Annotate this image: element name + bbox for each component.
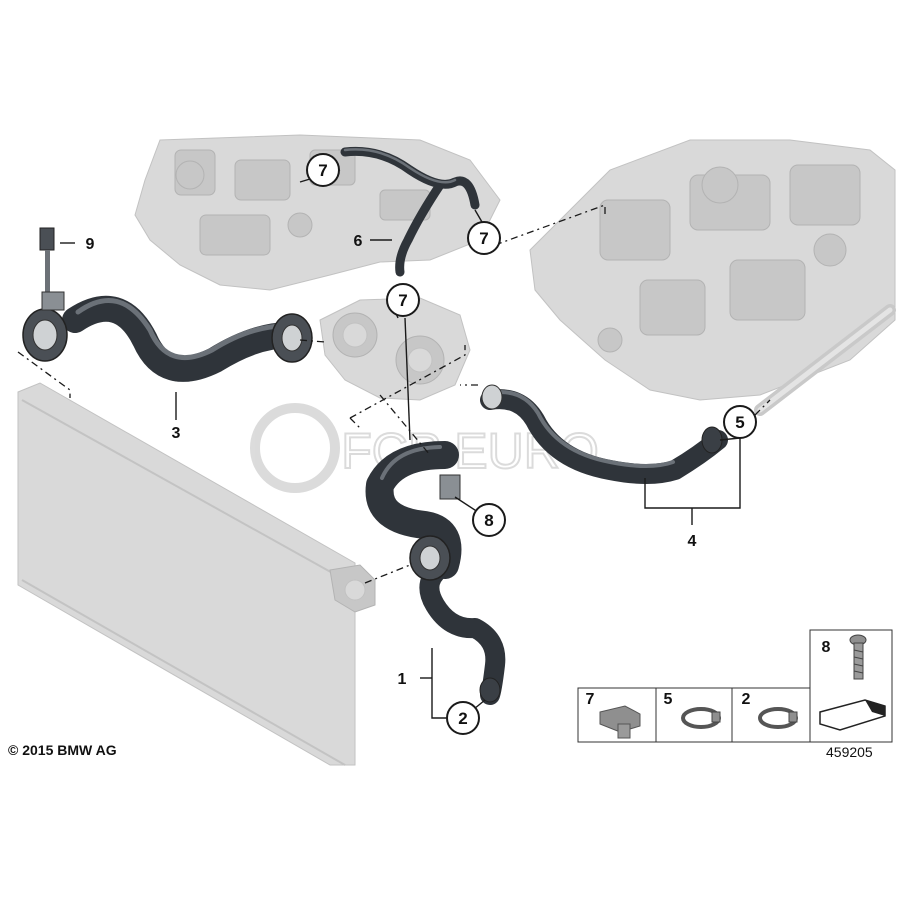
radiator-ghost: [17, 382, 376, 766]
callout-7-top: 7: [306, 153, 340, 187]
legend-item-8: 8: [819, 634, 886, 731]
svg-text:2: 2: [742, 691, 751, 708]
svg-text:8: 8: [484, 511, 493, 530]
callout-7-center: 7: [386, 283, 420, 317]
callout-8: 8: [472, 503, 506, 537]
label-9: 9: [86, 236, 95, 253]
svg-text:7: 7: [586, 691, 595, 708]
legend-item-2: 2: [742, 691, 798, 729]
diagram-number: 459205: [826, 744, 873, 760]
hose-3: [22, 227, 313, 382]
callout-5: 5: [723, 405, 757, 439]
label-3: 3: [172, 425, 181, 442]
label-4: 4: [688, 533, 697, 550]
parts-legend: 7 5 2 8: [577, 629, 893, 743]
legend-item-7: 7: [586, 691, 641, 739]
callout-7-right: 7: [467, 221, 501, 255]
assembly-lines: [17, 204, 771, 584]
hose-6: [340, 146, 480, 277]
hose-1: [365, 441, 506, 705]
svg-text:5: 5: [664, 691, 673, 708]
legend-item-5: 5: [664, 691, 721, 729]
temperature-sensor: [39, 227, 55, 251]
callout-2: 2: [446, 701, 480, 735]
cylinder-head-ghost: [529, 139, 896, 401]
svg-text:8: 8: [822, 639, 831, 656]
coolant-rail-ghost: [754, 304, 896, 416]
copyright: © 2015 BMW AG: [8, 742, 117, 758]
hose-4-clamp: [701, 426, 723, 454]
svg-text:2: 2: [458, 709, 467, 728]
label-6: 6: [354, 233, 363, 250]
label-1: 1: [398, 671, 407, 688]
hose-4: [480, 384, 728, 484]
hose-1-bracket: [439, 474, 461, 500]
svg-text:7: 7: [398, 291, 407, 310]
svg-text:7: 7: [318, 161, 327, 180]
svg-text:7: 7: [479, 229, 488, 248]
svg-text:5: 5: [735, 413, 744, 432]
